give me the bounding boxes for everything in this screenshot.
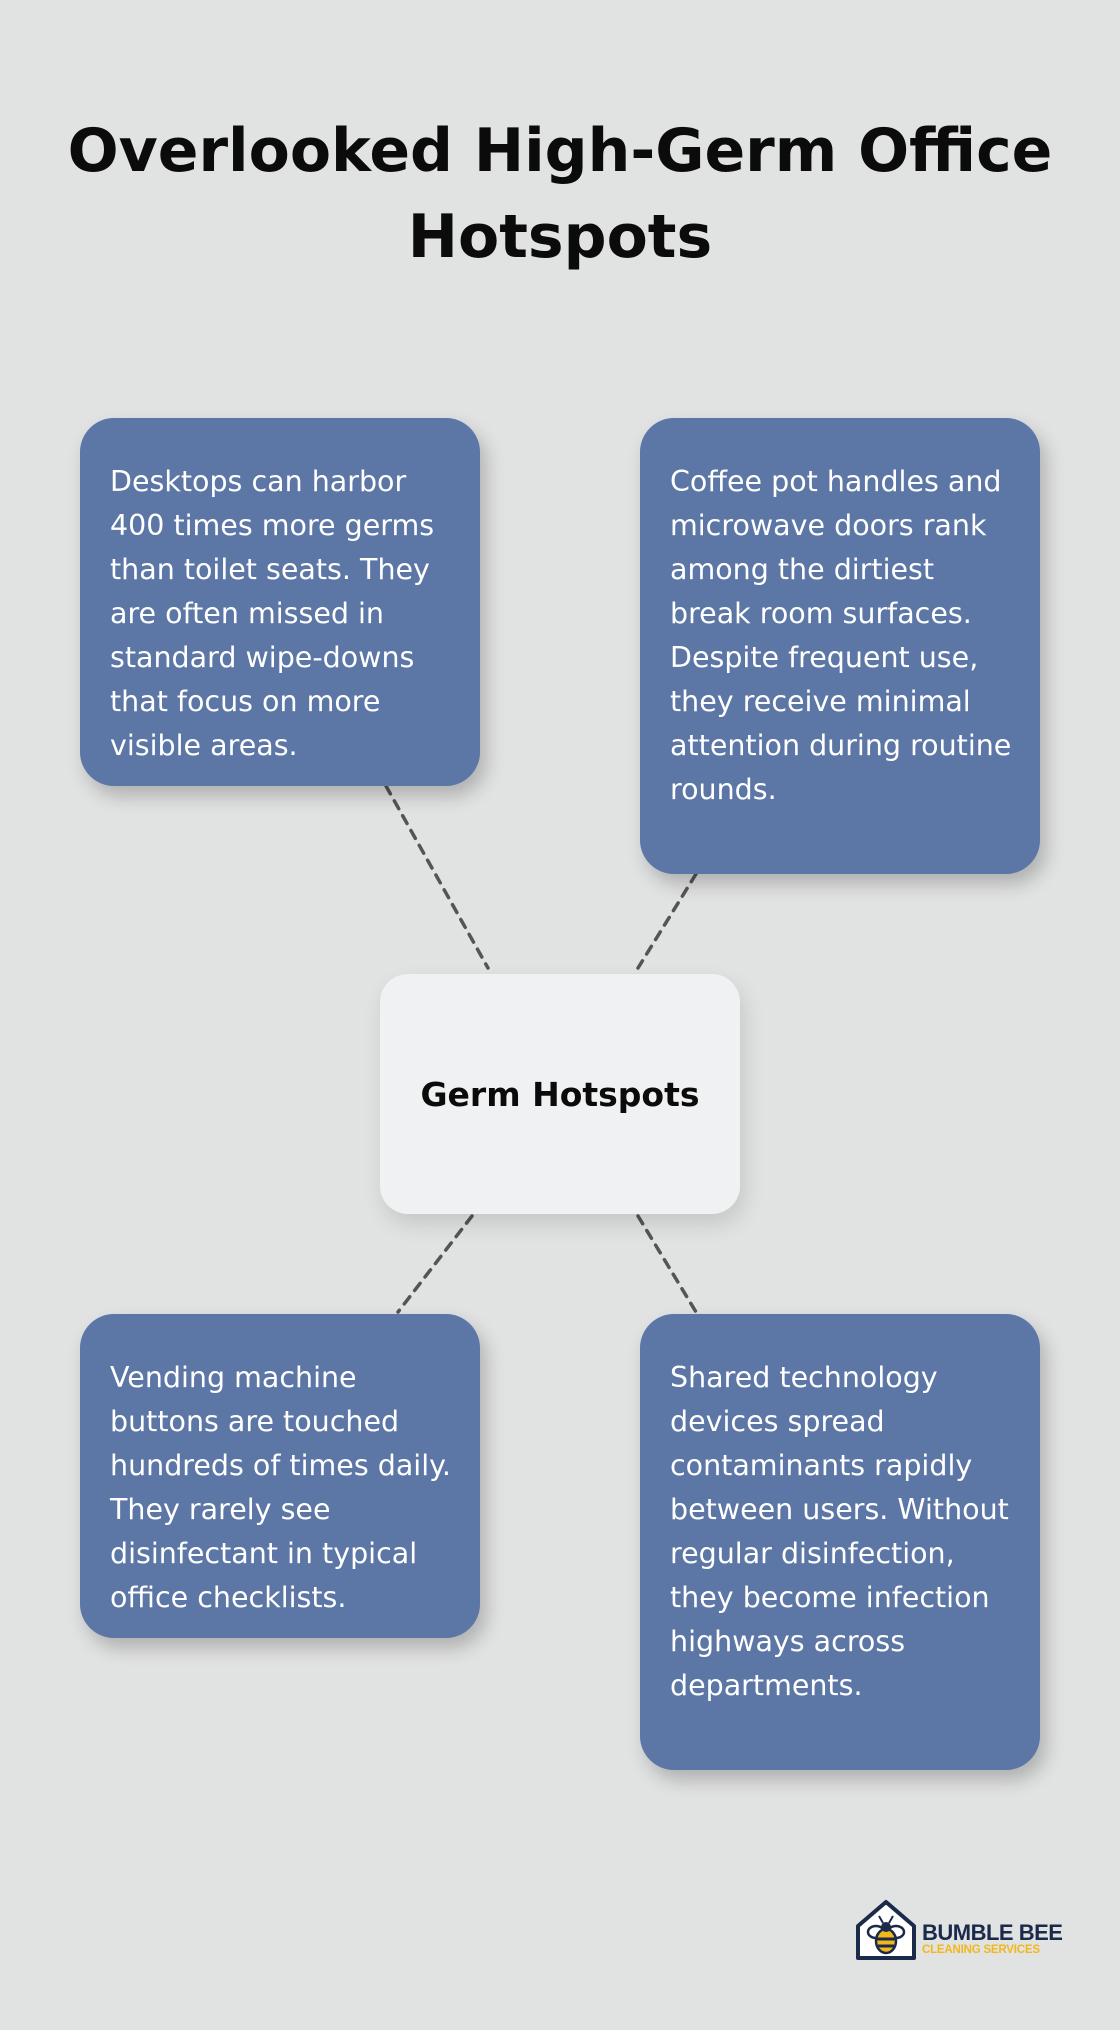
hotspot-text: Desktops can harbor 400 times more germs…: [110, 465, 435, 762]
hotspot-text: Vending machine buttons are touched hund…: [110, 1361, 451, 1614]
page-title: Overlooked High-Germ Office Hotspots: [67, 116, 1053, 272]
bee-house-icon: [856, 1900, 916, 1960]
connector-bottom-right: [636, 1214, 698, 1314]
hotspot-card-vending: Vending machine buttons are touched hund…: [80, 1314, 480, 1638]
brand-logo: BUMBLE BEE CLEANING SERVICES: [852, 1896, 1063, 1964]
hotspot-card-desktops: Desktops can harbor 400 times more germs…: [80, 418, 480, 786]
hotspot-text: Coffee pot handles and microwave doors r…: [670, 465, 1012, 806]
connector-bottom-left: [396, 1214, 474, 1314]
hotspot-text: Shared technology devices spread contami…: [670, 1361, 1009, 1702]
hotspot-card-break-room: Coffee pot handles and microwave doors r…: [640, 418, 1040, 874]
logo-name: BUMBLE BEE: [922, 1920, 1063, 1945]
center-label: Germ Hotspots: [420, 1074, 700, 1114]
logo-tagline: CLEANING SERVICES: [922, 1944, 1040, 1956]
center-node: Germ Hotspots: [380, 974, 740, 1214]
hotspot-card-technology: Shared technology devices spread contami…: [640, 1314, 1040, 1770]
connector-top-left: [384, 784, 490, 970]
connector-top-right: [636, 872, 698, 970]
